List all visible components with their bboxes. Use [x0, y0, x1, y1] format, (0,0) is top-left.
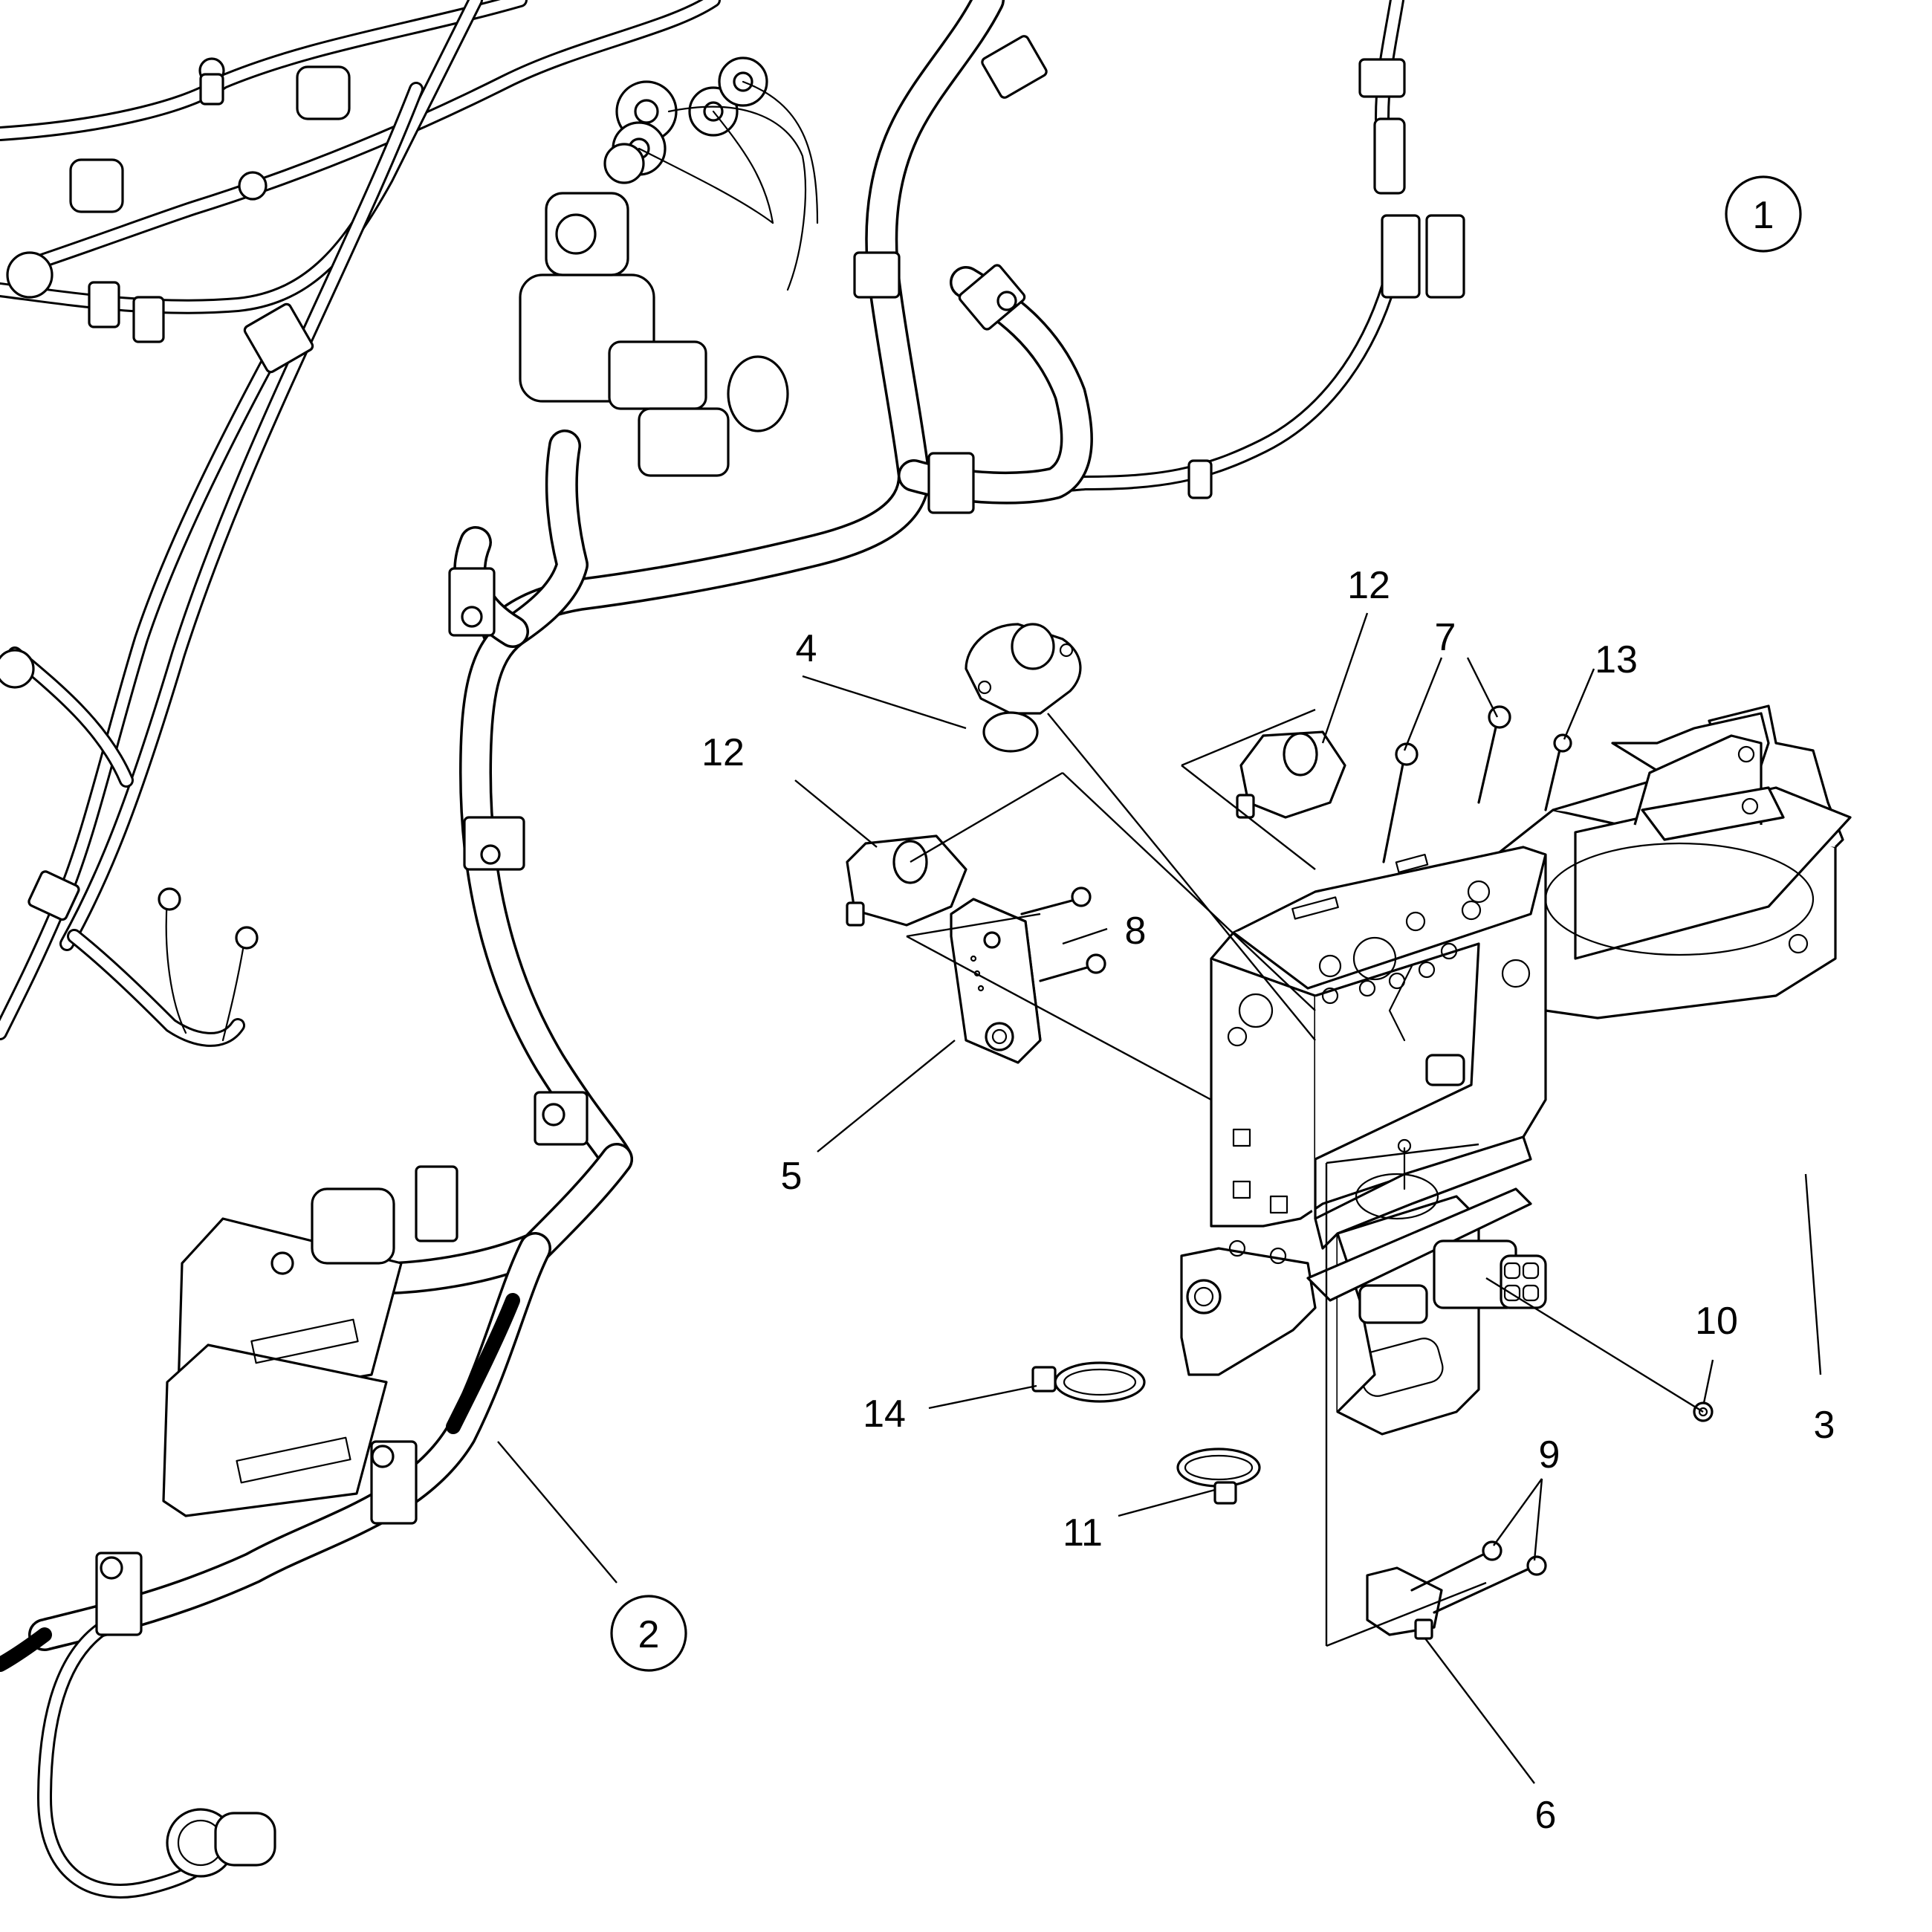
callout-ring-2 [610, 1595, 687, 1672]
screws-item-7 [1382, 705, 1511, 863]
callout-13: 13 [1595, 638, 1638, 681]
harness-clips [27, 35, 1406, 1636]
callout-ring-1 [1725, 175, 1802, 253]
bushing-item-12-left [846, 834, 967, 927]
callout-6: 6 [1535, 1794, 1557, 1837]
bushing-item-12-upper [1236, 730, 1346, 819]
callout-12-upper: 12 [1347, 564, 1390, 607]
grommet-item-4 [965, 623, 1082, 753]
ring-terminals [0, 649, 259, 950]
callout-3: 3 [1814, 1404, 1835, 1447]
leader-lines [497, 612, 1822, 1784]
callout-8: 8 [1125, 910, 1147, 953]
callout-labels: 1 2 3 4 5 6 7 8 9 10 11 12 12 13 14 [610, 175, 1835, 1837]
screws-item-8 [1020, 886, 1106, 982]
screws-item-9 [1410, 1540, 1547, 1614]
main-wiring-harness [0, 0, 1465, 1899]
relay-block-item-5 [950, 898, 1042, 1064]
callout-12-left: 12 [701, 731, 745, 774]
callout-2: 2 [638, 1613, 660, 1656]
callout-7: 7 [1435, 616, 1456, 659]
connector-cluster [519, 56, 819, 477]
mounting-bracket [1180, 704, 1852, 1436]
cable-strap-item-14 [1031, 1361, 1146, 1403]
callout-1: 1 [1753, 194, 1774, 237]
small-connectors [6, 57, 1465, 343]
callout-4: 4 [796, 627, 817, 670]
screw-item-13 [1544, 733, 1572, 811]
callout-5: 5 [781, 1155, 803, 1198]
cable-tie-item-11 [1176, 1448, 1261, 1505]
round-connector-bottom [166, 1808, 276, 1878]
connector-clip-item-6 [1366, 1566, 1443, 1640]
callout-10: 10 [1695, 1300, 1738, 1343]
callout-14: 14 [863, 1393, 906, 1436]
callout-11: 11 [1063, 1511, 1103, 1555]
ecu-connectors [162, 1187, 403, 1517]
callout-9: 9 [1539, 1433, 1560, 1476]
